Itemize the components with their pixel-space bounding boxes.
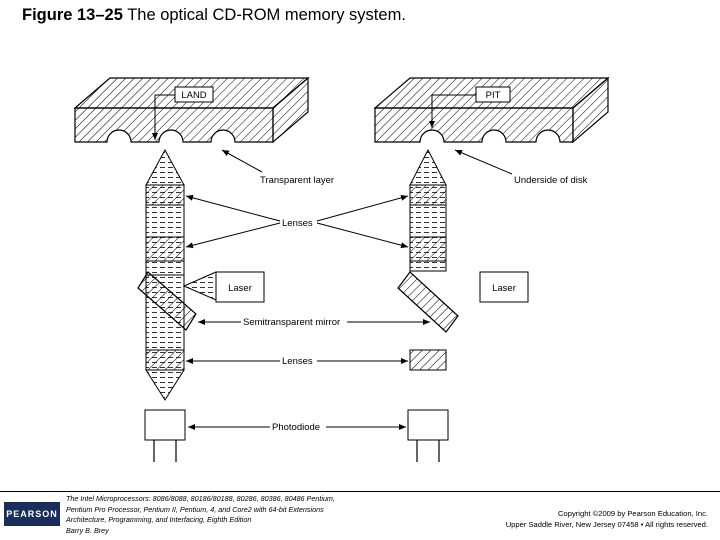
- right-disk: [373, 76, 610, 144]
- right-lenses: [409, 184, 447, 371]
- copyright-line: Copyright ©2009 by Pearson Education, In…: [558, 509, 708, 518]
- lenses-upper-arrow-4: [316, 222, 409, 249]
- left-semitransparent-mirror: [137, 271, 197, 331]
- book-line: Pentium Pro Processor, Pentium II, Penti…: [66, 504, 324, 514]
- left-laser-box: [215, 271, 265, 303]
- lenses-upper-arrow-2: [185, 222, 281, 249]
- left-lenses: [145, 184, 185, 371]
- cd-rom-diagram: LAND PIT Laser: [73, 76, 610, 462]
- pit-label: PIT: [486, 90, 501, 101]
- underside-of-disk-label: Underside of disk: [514, 175, 588, 186]
- book-author: Barry B. Brey: [66, 525, 109, 535]
- transparent-layer-arrow: [221, 149, 263, 173]
- lenses-upper-label: Lenses: [282, 218, 313, 229]
- laser-label-right: Laser: [492, 283, 516, 294]
- transparent-layer-label: Transparent layer: [260, 175, 334, 186]
- footer-divider: [0, 491, 720, 492]
- left-laser-beam: [182, 271, 217, 301]
- book-line: Architecture, Programming, and Interfaci…: [66, 515, 252, 525]
- right-laser-box: [479, 271, 529, 303]
- semitransparent-mirror-label: Semitransparent mirror: [243, 317, 340, 328]
- underside-of-disk-arrow: [454, 149, 513, 175]
- right-photodiode: [407, 409, 449, 462]
- photodiode-label: Photodiode: [272, 422, 320, 433]
- left-photodiode: [144, 409, 186, 462]
- figure-title: Figure 13–25 The optical CD-ROM memory s…: [22, 6, 406, 25]
- copyright-notice: Copyright ©2009 by Pearson Education, In…: [506, 508, 708, 530]
- lenses-lower-label: Lenses: [282, 356, 313, 367]
- figure-number: Figure 13–25: [22, 6, 123, 24]
- right-semitransparent-mirror: [397, 271, 459, 333]
- laser-label-left: Laser: [228, 283, 252, 294]
- pearson-logo: PEARSON: [4, 502, 60, 526]
- book-line: The Intel Microprocessors: 8086/8088, 80…: [66, 494, 335, 503]
- land-label: LAND: [181, 90, 206, 101]
- figure-caption: The optical CD-ROM memory system.: [127, 6, 406, 24]
- lenses-upper-arrow-3: [316, 194, 409, 222]
- book-citation: The Intel Microprocessors: 8086/8088, 80…: [66, 494, 335, 536]
- copyright-address: Upper Saddle River, New Jersey 07458 • A…: [505, 520, 708, 529]
- lenses-upper-arrow-1: [185, 194, 281, 222]
